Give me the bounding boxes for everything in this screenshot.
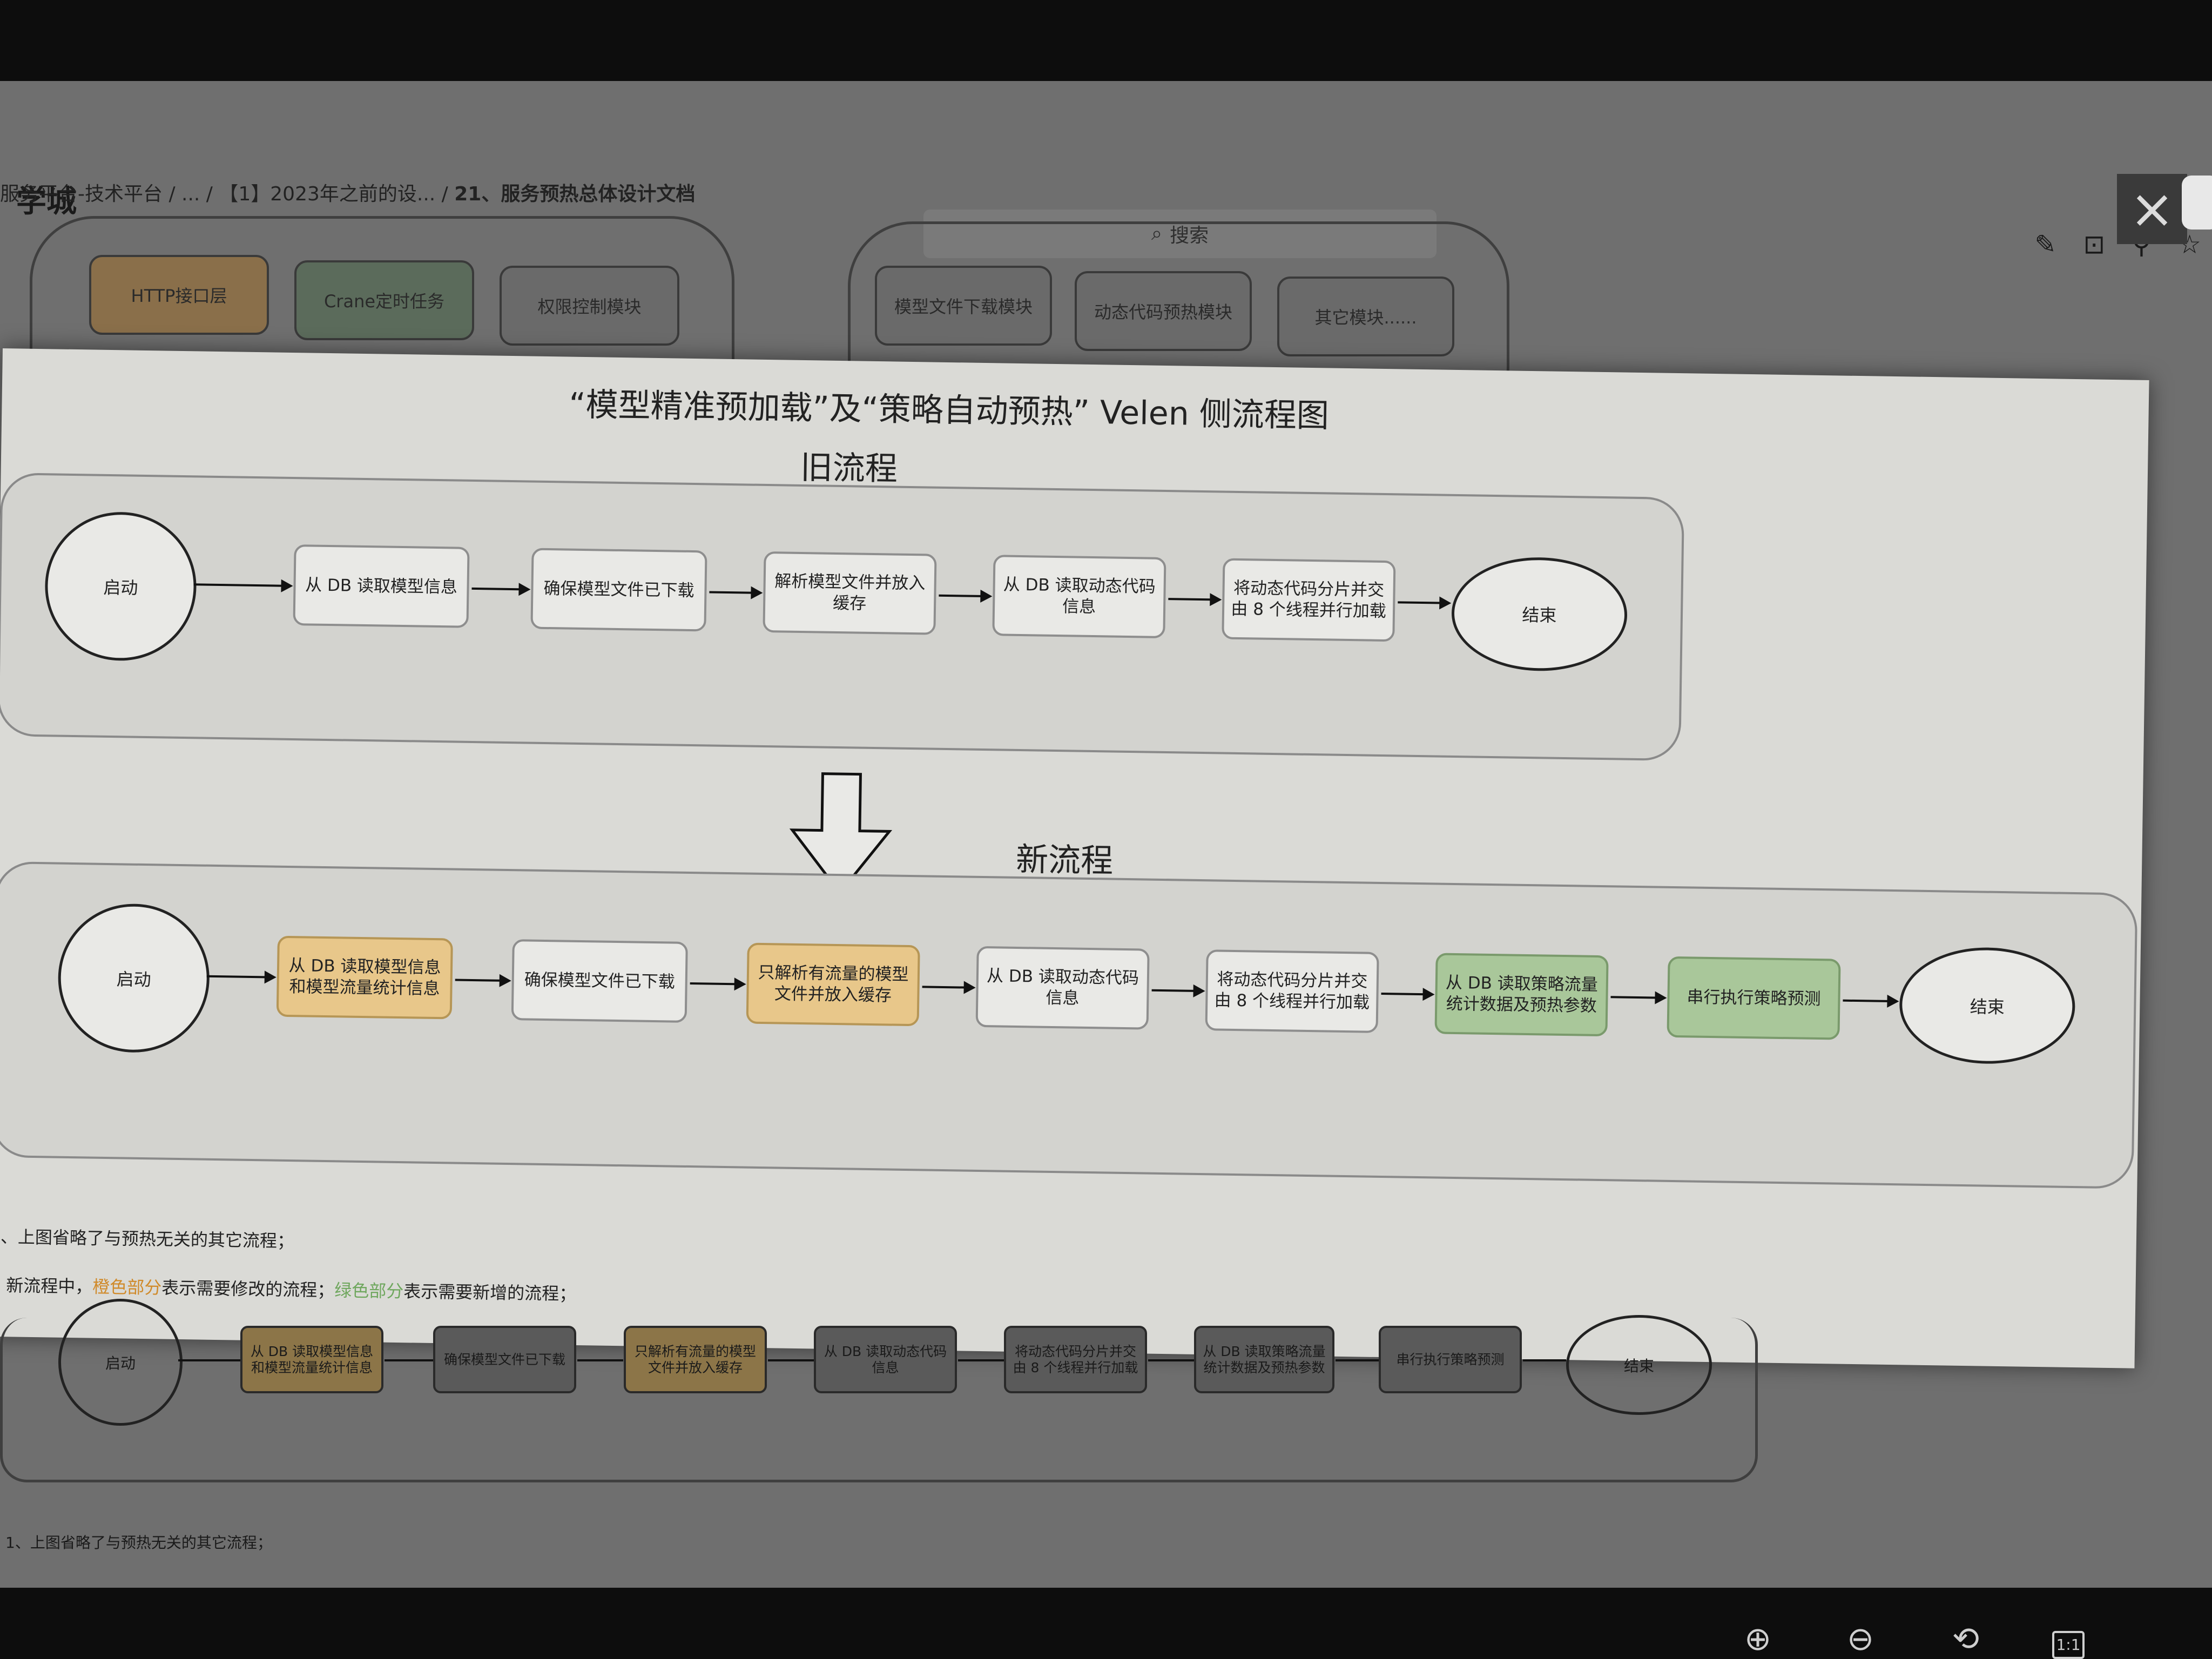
- breadcrumb-separator: /: [200, 183, 219, 205]
- note-2-mid: 表示需要修改的流程；: [161, 1277, 335, 1301]
- bg-step-7: 串行执行策略预测: [1379, 1326, 1522, 1393]
- note-2-suffix: 表示需要新增的流程；: [403, 1281, 577, 1304]
- actual-size-icon[interactable]: 1:1: [2052, 1631, 2085, 1659]
- note-2-prefix: 、新流程中，: [0, 1274, 93, 1297]
- new-step-1-modified: 从 DB 读取模型信息和模型流量统计信息: [276, 935, 453, 1020]
- app-brand[interactable]: 学城: [16, 184, 77, 219]
- edit-icon[interactable]: ✎: [2034, 230, 2056, 260]
- bg-flow-arrow: [1336, 1359, 1379, 1361]
- bg-flow-arrow: [1523, 1359, 1566, 1361]
- note-2-orange: 橙色部分: [92, 1276, 162, 1298]
- down-arrow-icon: [789, 772, 893, 895]
- zoom-out-icon[interactable]: ⊖: [1846, 1620, 1874, 1658]
- rotate-icon[interactable]: ⟲: [1952, 1620, 1980, 1658]
- bg-start-node: 启动: [58, 1299, 183, 1426]
- zoom-in-icon[interactable]: ⊕: [1744, 1620, 1772, 1658]
- note-1: 1、上图省略了与预热无关的其它流程；: [0, 1226, 295, 1252]
- present-icon[interactable]: ⊡: [2083, 230, 2105, 260]
- breadcrumb-separator: /: [163, 183, 182, 205]
- module-crane: Crane定时任务: [294, 260, 474, 340]
- bg-flow-arrow: [1148, 1359, 1194, 1361]
- breadcrumb-item-folder[interactable]: 【1】2023年之前的设...: [219, 183, 436, 205]
- breadcrumb-separator: /: [435, 183, 455, 205]
- bg-step-3: 只解析有流量的模型文件并放入缓存: [624, 1326, 767, 1393]
- old-step-1: 从 DB 读取模型信息: [293, 544, 470, 628]
- new-step-7-added: 串行执行策略预测: [1667, 956, 1841, 1040]
- close-icon: ×: [2129, 177, 2175, 240]
- diagram-preview: “模型精准预加载”及“策略自动预热” Velen 侧流程图 旧流程 启动 从 D…: [0, 348, 2149, 1368]
- bg-step-2: 确保模型文件已下载: [433, 1326, 576, 1393]
- bg-flow-arrow: [768, 1359, 814, 1361]
- old-step-3: 解析模型文件并放入缓存: [763, 551, 937, 635]
- side-panel-tab[interactable]: [2182, 176, 2212, 230]
- viewer-toolbar: [0, 1588, 2212, 1659]
- search-placeholder: 搜索: [1170, 225, 1209, 247]
- search-icon: ⌕: [1151, 222, 1163, 245]
- breadcrumb-ellipsis[interactable]: ...: [181, 183, 200, 205]
- bg-flow-arrow: [385, 1359, 433, 1361]
- module-auth: 权限控制模块: [500, 266, 679, 346]
- new-flow-label: 新流程: [1015, 840, 1114, 880]
- old-step-5: 将动态代码分片并交由 8 个线程并行加载: [1222, 558, 1396, 642]
- bg-flow-arrow: [178, 1359, 240, 1361]
- bg-flow-arrow: [958, 1359, 1004, 1361]
- breadcrumb: 服务平台-技术平台 / ... / 【1】2023年之前的设... / 21、服…: [0, 178, 695, 206]
- bg-step-5: 将动态代码分片并交由 8 个线程并行加载: [1004, 1326, 1147, 1393]
- new-step-4: 从 DB 读取动态代码信息: [975, 946, 1150, 1030]
- breadcrumb-item-platform[interactable]: 服务平台-技术平台: [0, 183, 163, 205]
- breadcrumb-current: 21、服务预热总体设计文档: [454, 183, 696, 205]
- module-others: 其它模块......: [1277, 276, 1454, 356]
- background-flow-container: [0, 1318, 1758, 1482]
- old-step-4: 从 DB 读取动态代码信息: [992, 555, 1166, 638]
- note-2-green: 绿色部分: [334, 1280, 404, 1302]
- search-input[interactable]: ⌕ 搜索: [923, 210, 1437, 258]
- bg-step-4: 从 DB 读取动态代码信息: [814, 1326, 957, 1393]
- new-step-5: 将动态代码分片并交由 8 个线程并行加载: [1205, 949, 1379, 1033]
- app-header: 学城 ⌕ 搜索: [0, 81, 2212, 258]
- note-2: 、新流程中，橙色部分表示需要修改的流程；绿色部分表示需要新增的流程；: [0, 1272, 577, 1305]
- new-step-6-added: 从 DB 读取策略流量统计数据及预热参数: [1434, 953, 1609, 1037]
- new-step-2: 确保模型文件已下载: [511, 939, 688, 1023]
- bg-flow-arrow: [577, 1359, 623, 1361]
- slide-title: “模型精准预加载”及“策略自动预热” Velen 侧流程图: [569, 386, 1330, 435]
- bg-step-6: 从 DB 读取策略流量统计数据及预热参数: [1194, 1326, 1334, 1393]
- new-step-3-modified: 只解析有流量的模型文件并放入缓存: [746, 942, 920, 1027]
- close-preview-button[interactable]: ×: [2117, 174, 2187, 244]
- old-flow-label: 旧流程: [800, 448, 898, 488]
- module-dynamic-code: 动态代码预热模块: [1075, 271, 1252, 351]
- bg-step-1: 从 DB 读取模型信息和模型流量统计信息: [240, 1326, 383, 1393]
- module-http: HTTP接口层: [89, 255, 269, 335]
- module-model-download: 模型文件下载模块: [875, 266, 1052, 346]
- bg-note-1: 1、上图省略了与预热无关的其它流程；: [5, 1534, 272, 1552]
- bg-end-node: 结束: [1566, 1315, 1712, 1415]
- old-step-2: 确保模型文件已下载: [530, 548, 707, 632]
